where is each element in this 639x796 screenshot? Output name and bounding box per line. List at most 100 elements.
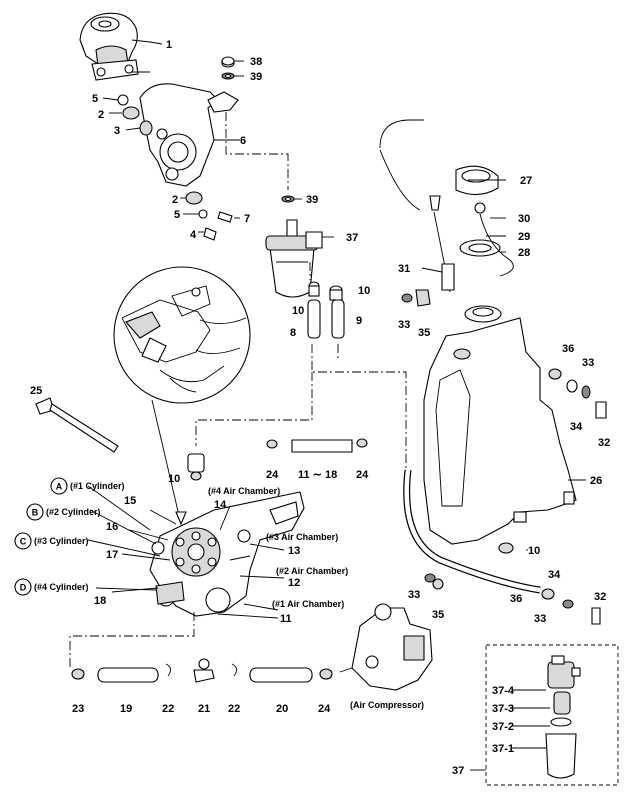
air-compressor-caption: (Air Compressor) xyxy=(350,700,424,710)
label-24b: 24 xyxy=(356,469,369,481)
label-8: 8 xyxy=(290,327,296,339)
cylinder-b-letter: B xyxy=(32,508,39,518)
label-16: 16 xyxy=(106,521,118,533)
label-24a: 24 xyxy=(266,469,279,481)
pump-bracket xyxy=(139,83,240,187)
label-17: 17 xyxy=(106,549,118,561)
collar-3 xyxy=(139,120,153,136)
bolt-7 xyxy=(217,211,233,223)
label-22b: 22 xyxy=(228,703,240,715)
label-37-1: 37-1 xyxy=(492,743,514,755)
label-11-18: 11 ∼ 18 xyxy=(298,469,337,481)
label-10c: 10 xyxy=(528,545,540,557)
cylinder-d-text: (#4 Cylinder) xyxy=(34,582,89,592)
tank-dipstick xyxy=(379,119,451,293)
label-2a: 2 xyxy=(98,109,104,121)
label-33a: 33 xyxy=(398,319,410,331)
cylinder-d-marker xyxy=(14,578,32,596)
detail-callout xyxy=(113,266,251,404)
label-37-2: 37-2 xyxy=(492,721,514,733)
label-30: 30 xyxy=(518,213,530,225)
label-21: 21 xyxy=(198,703,210,715)
oil-tank xyxy=(423,305,577,545)
label-11: 11 xyxy=(280,613,292,625)
air-chamber-block xyxy=(149,491,305,617)
tank-cap xyxy=(455,165,514,277)
label-27: 27 xyxy=(520,175,532,187)
label-12: 12 xyxy=(288,577,300,589)
cylinder-d-letter: D xyxy=(20,583,27,593)
label-3: 3 xyxy=(114,125,120,137)
label-1: 1 xyxy=(166,39,172,51)
air-chamber-captions: (#4 Air Chamber) (#3 Air Chamber) (#2 Ai… xyxy=(208,486,348,609)
cylinder-c-text: (#3 Cylinder) xyxy=(34,536,89,546)
label-36a: 36 xyxy=(562,343,574,355)
grommet-2 xyxy=(122,106,140,120)
air-chamber-2-caption: (#2 Air Chamber) xyxy=(276,566,348,576)
cylinder-a-letter: A xyxy=(56,482,63,492)
dashline-hose-to-block xyxy=(195,372,313,446)
fuel-filter xyxy=(265,219,323,298)
washers-38-39 xyxy=(221,56,295,203)
tank-fittings xyxy=(401,263,607,625)
label-39a: 39 xyxy=(250,71,262,83)
tank-hoses xyxy=(403,469,541,594)
air-compressor xyxy=(339,603,433,691)
label-33b: 33 xyxy=(582,357,594,369)
label-22a: 22 xyxy=(162,703,174,715)
label-23: 23 xyxy=(72,703,84,715)
cylinder-c-letter: C xyxy=(20,537,27,547)
cable-tie xyxy=(35,397,119,453)
label-33d: 33 xyxy=(534,613,546,625)
label-24c: 24 xyxy=(318,703,331,715)
leader-1 xyxy=(149,41,163,45)
hoses-8-9 xyxy=(307,281,345,339)
air-chamber-3-caption: (#3 Air Chamber) xyxy=(266,532,338,542)
label-4: 4 xyxy=(190,229,197,241)
label-37-4: 37-4 xyxy=(492,685,515,697)
label-6: 6 xyxy=(240,135,246,147)
cylinder-a-marker xyxy=(50,477,68,495)
air-chamber-4-caption: (#4 Air Chamber) xyxy=(208,486,280,496)
detail-arrow xyxy=(151,399,181,521)
hose-24-top xyxy=(187,438,368,481)
dashline-38-to-39 xyxy=(225,112,289,190)
cylinder-b-marker xyxy=(26,503,44,521)
label-26: 26 xyxy=(590,475,602,487)
label-5b: 5 xyxy=(174,209,180,221)
label-37a: 37 xyxy=(346,232,358,244)
inset-37-box xyxy=(485,644,619,786)
label-35b: 35 xyxy=(432,609,444,621)
bottom-hoses xyxy=(71,658,333,683)
label-15: 15 xyxy=(124,495,136,507)
label-37b: 37 xyxy=(452,765,464,777)
label-38: 38 xyxy=(250,56,262,68)
air-chamber-1-caption: (#1 Air Chamber) xyxy=(272,599,344,609)
label-36b: 36 xyxy=(510,593,522,605)
collar-5 xyxy=(117,94,129,106)
label-18: 18 xyxy=(94,595,106,607)
part-labels: 1 38 39 5 2 3 6 2 39 5 7 4 37 10 10 8 9 … xyxy=(30,39,610,777)
label-10b: 10 xyxy=(292,305,304,317)
label-9: 9 xyxy=(356,315,362,327)
label-34b: 34 xyxy=(548,569,561,581)
label-19: 19 xyxy=(120,703,132,715)
cylinder-a-text: (#1 Cylinder) xyxy=(70,481,125,491)
label-35a: 35 xyxy=(418,327,430,339)
label-28: 28 xyxy=(518,247,530,259)
dashline-hoses-to-tank xyxy=(311,344,407,470)
label-10a: 10 xyxy=(358,285,370,297)
label-14: 14 xyxy=(214,499,227,511)
cylinder-b-text: (#2 Cylinder) xyxy=(46,507,101,517)
label-37-3: 37-3 xyxy=(492,703,514,715)
label-7: 7 xyxy=(244,213,250,225)
collar-5b xyxy=(198,209,208,219)
clip-4 xyxy=(203,227,217,241)
label-33c: 33 xyxy=(408,589,420,601)
label-2b: 2 xyxy=(172,194,178,206)
dashline-block-to-bottom xyxy=(69,612,195,668)
cylinder-legend: A (#1 Cylinder) B (#2 Cylinder) C (#3 Cy… xyxy=(14,477,125,596)
label-29: 29 xyxy=(518,231,530,243)
grommet-2b xyxy=(185,191,203,205)
